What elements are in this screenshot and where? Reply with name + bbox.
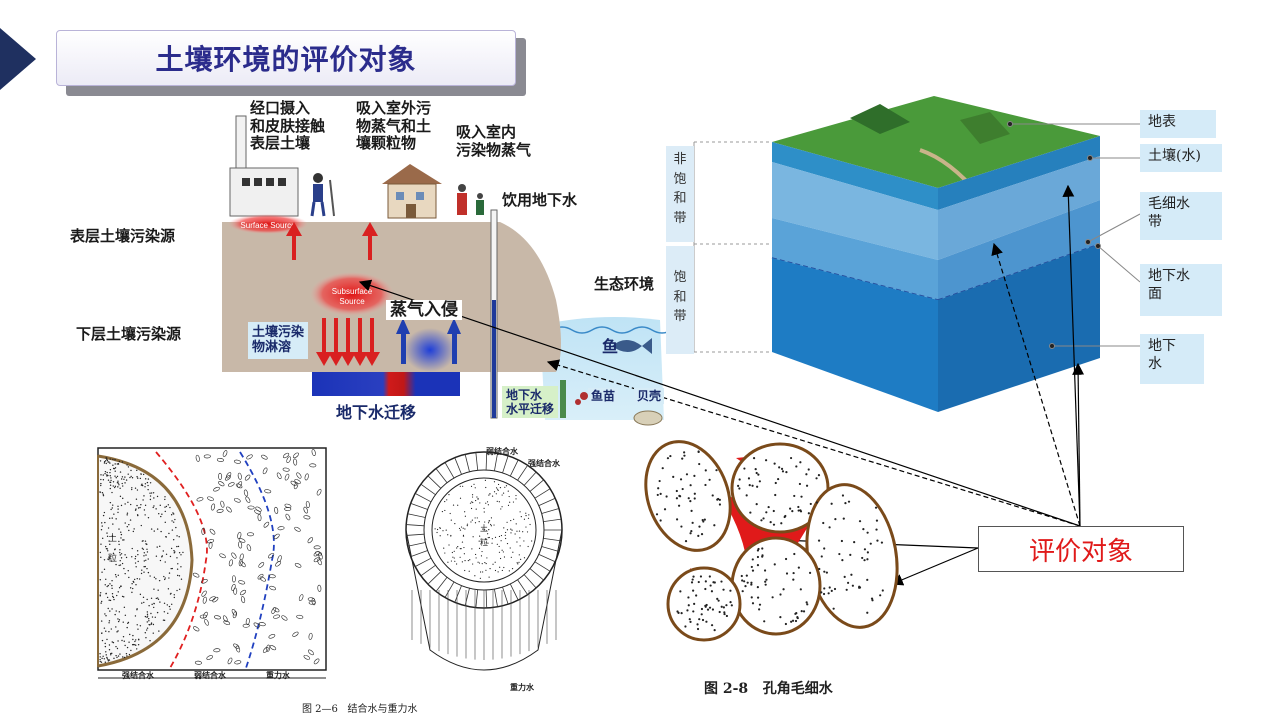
cylinder-gravity-label: 重力水 <box>510 682 534 692</box>
block-label-soil-water: 土壤(水) <box>1140 144 1222 172</box>
pore-figure-caption: 图 2-8 孔角毛细水 <box>704 681 833 697</box>
label-drinking-water: 饮用地下水 <box>502 191 578 209</box>
block-groundwater-front <box>772 258 938 412</box>
water-molecule-ovals <box>192 449 323 665</box>
zone-unsaturated: 非 饱 和 带 <box>666 146 694 242</box>
pore-capillary-figure <box>644 440 899 642</box>
shell-icon <box>633 410 663 426</box>
label-horizontal-migration: 地下水 水平迁移 <box>502 386 559 419</box>
cylinder-weak-bound-label: 弱结合水 <box>486 446 518 456</box>
particle-dots <box>99 457 184 663</box>
label-surface-source: 表层土壤污染源 <box>70 227 176 245</box>
evaluation-target-label: 评价对象 <box>1028 536 1133 567</box>
zone-saturated: 饱 和 带 <box>666 246 694 354</box>
label-fish: 鱼 <box>602 337 619 356</box>
particle-figure-caption: 图 2—6 结合水与重力水 <box>302 704 418 715</box>
family-icon <box>458 184 466 192</box>
fish-icon <box>612 340 642 352</box>
page-title: 土壤环境的评价对象 <box>155 43 417 76</box>
groundwater-band <box>312 372 460 396</box>
drinking-well <box>492 300 496 418</box>
worker-icon <box>313 173 323 183</box>
particle-soil-label: 土 粒 <box>108 534 118 564</box>
surface-source-tag: Surface Source <box>240 221 296 230</box>
label-leaching: 土壤污染 物淋溶 <box>248 322 309 359</box>
corner-marker <box>0 28 36 90</box>
title-box: 土壤环境的评价对象 <box>56 30 516 86</box>
label-indoor-inhalation: 吸入室内 污染物蒸气 <box>456 123 532 159</box>
label-subsurface-source: 下层土壤污染源 <box>76 325 182 343</box>
label-vapor-intrusion: 蒸气入侵 <box>386 300 462 321</box>
cylinder-dots <box>434 479 533 579</box>
house-icon <box>382 164 442 184</box>
block-label-surface: 地表 <box>1140 110 1216 138</box>
label-fry: 鱼苗 <box>588 388 619 405</box>
leaching-arrows <box>316 318 380 366</box>
cylinder-rays <box>406 452 562 660</box>
pore-dots <box>655 450 884 632</box>
factory-icon <box>229 167 299 217</box>
block-unsaturated-front <box>772 162 938 260</box>
label-ingestion: 经口摄入 和皮肤接触 表层土壤 <box>250 99 326 153</box>
block-label-groundwater: 地下 水 <box>1140 334 1204 384</box>
label-ecology: 生态环境 <box>594 275 655 293</box>
block-leader-lines <box>1007 121 1141 349</box>
block-label-capillary: 毛细水 带 <box>1140 192 1222 240</box>
vapor-arrows <box>396 318 461 364</box>
surface-upward-arrows <box>286 222 378 260</box>
block-label-water-table: 地下水 面 <box>1140 264 1222 316</box>
label-outdoor-inhalation: 吸入室外污 物蒸气和土 壤颗粒物 <box>356 99 432 153</box>
label-shell: 贝壳 <box>634 388 665 405</box>
evaluation-target-box: 评价对象 <box>978 526 1184 572</box>
particle-weak-bound-label: 弱结合水 <box>194 670 226 680</box>
label-gw-migration: 地下水迁移 <box>336 403 417 422</box>
cylinder-strong-bound-label: 强结合水 <box>528 458 560 468</box>
particle-strong-bound-label: 强结合水 <box>122 670 154 680</box>
cylinder-soil-label: 土 粒 <box>480 524 488 548</box>
cylinder-figure <box>405 451 563 671</box>
bound-water-figure <box>97 447 327 679</box>
particle-gravity-label: 重力水 <box>266 670 290 680</box>
